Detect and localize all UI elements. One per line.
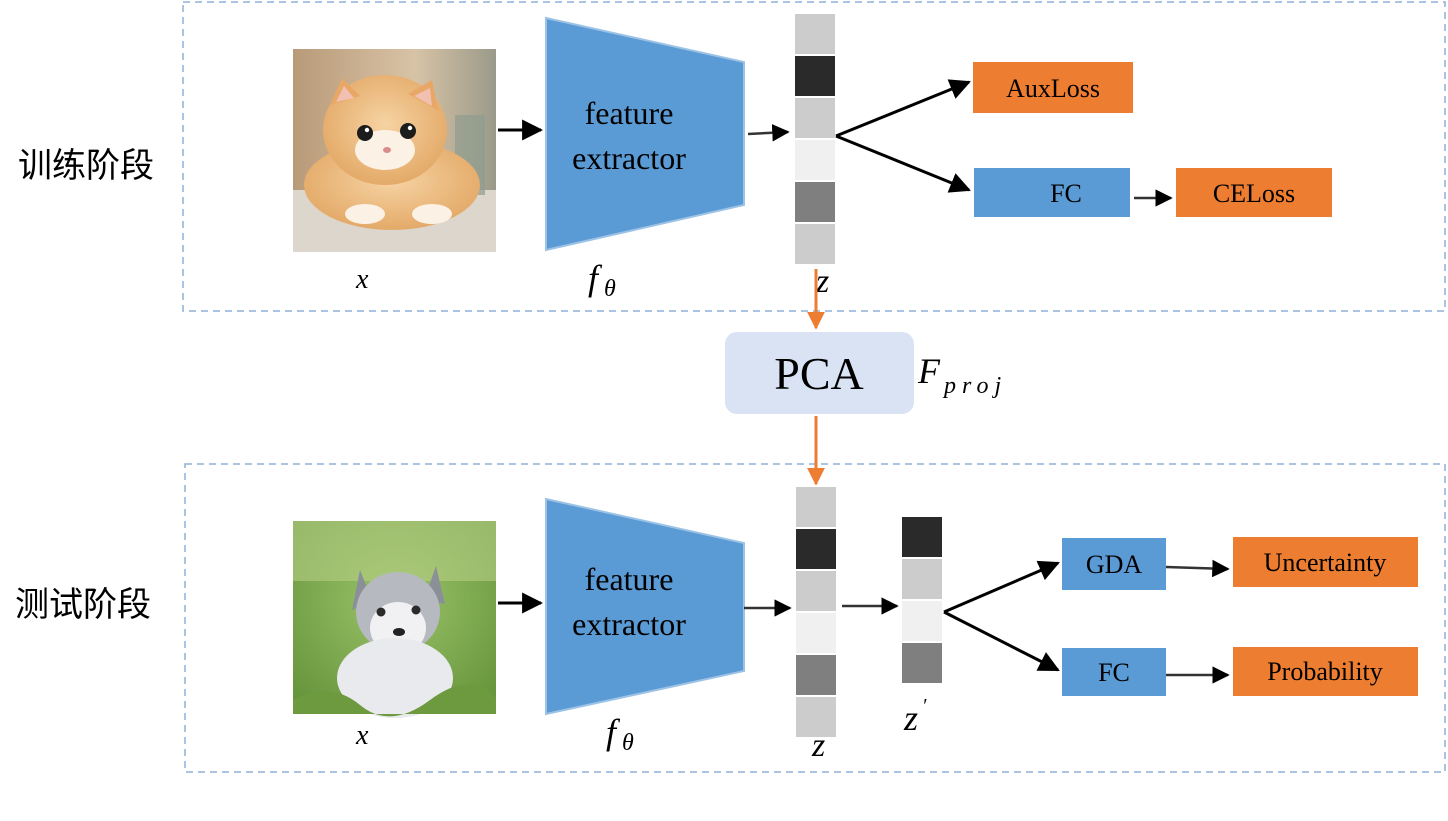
training-fc-box xyxy=(974,168,1130,217)
uncertainty-box xyxy=(1233,537,1418,587)
testing-feature-label: z xyxy=(811,727,825,764)
training-feature-label: z xyxy=(815,263,829,300)
testing-feature-cell xyxy=(794,485,838,529)
testing-input-label: x xyxy=(355,720,369,751)
testing-feature-vector xyxy=(794,485,838,739)
testing-stage-label: 测试阶段 xyxy=(15,585,151,625)
training-feature-cell xyxy=(793,54,837,98)
gda-box xyxy=(1062,538,1166,590)
projected-feature-cell xyxy=(900,599,944,643)
projected-feature-vector xyxy=(900,515,944,685)
kitten-image xyxy=(293,49,496,252)
training-arrow-to-fc xyxy=(835,134,971,193)
testing-feature-cell xyxy=(794,569,838,613)
testing-feature-cell xyxy=(794,695,838,739)
training-arrow-to-auxloss xyxy=(835,79,971,138)
training-extractor-text-line1: feature xyxy=(585,95,674,131)
training-feature-cell xyxy=(793,138,837,182)
testing-arrow-gda-uncertainty xyxy=(1165,559,1230,578)
projected-feature-cell xyxy=(900,557,944,601)
testing-fc-label: FC xyxy=(1098,658,1130,687)
testing-feature-extractor xyxy=(545,497,745,716)
auxloss-label: AuxLoss xyxy=(1006,74,1100,103)
projected-feature-cell xyxy=(900,641,944,685)
training-feature-cell xyxy=(793,180,837,224)
testing-arrow-to-gda xyxy=(943,560,1060,614)
pca-box xyxy=(725,332,914,414)
testing-feature-cell xyxy=(794,653,838,697)
probability-label: Probability xyxy=(1267,657,1383,686)
projected-feature-label: z′ xyxy=(903,695,927,738)
celoss-label: CELoss xyxy=(1213,179,1295,208)
testing-arrow-to-fc xyxy=(943,610,1060,672)
training-fc-label: FC xyxy=(1050,179,1082,208)
husky-image xyxy=(293,521,496,718)
pca-label: PCA xyxy=(774,348,863,399)
testing-fc-box xyxy=(1062,648,1166,696)
uncertainty-label: Uncertainty xyxy=(1264,548,1387,577)
projected-feature-cell xyxy=(900,515,944,559)
training-feature-cell xyxy=(793,96,837,140)
training-feature-cell xyxy=(793,222,837,266)
training-feature-extractor xyxy=(545,16,745,252)
training-extractor-text-line2: extractor xyxy=(572,140,686,176)
probability-box xyxy=(1233,647,1418,696)
training-feature-cell xyxy=(793,12,837,56)
testing-extractor-text-line2: extractor xyxy=(572,606,686,642)
testing-feature-cell xyxy=(794,527,838,571)
auxloss-box xyxy=(973,62,1133,113)
training-arrow-extractor-feature xyxy=(747,124,790,142)
training-feature-vector xyxy=(793,12,837,266)
training-input-label: x xyxy=(355,264,369,295)
training-stage-label: 训练阶段 xyxy=(18,146,154,186)
gda-label: GDA xyxy=(1086,550,1143,579)
testing-feature-cell xyxy=(794,611,838,655)
celoss-box xyxy=(1176,168,1332,217)
training-stage-box xyxy=(182,1,1446,312)
testing-extractor-text-line1: feature xyxy=(585,561,674,597)
